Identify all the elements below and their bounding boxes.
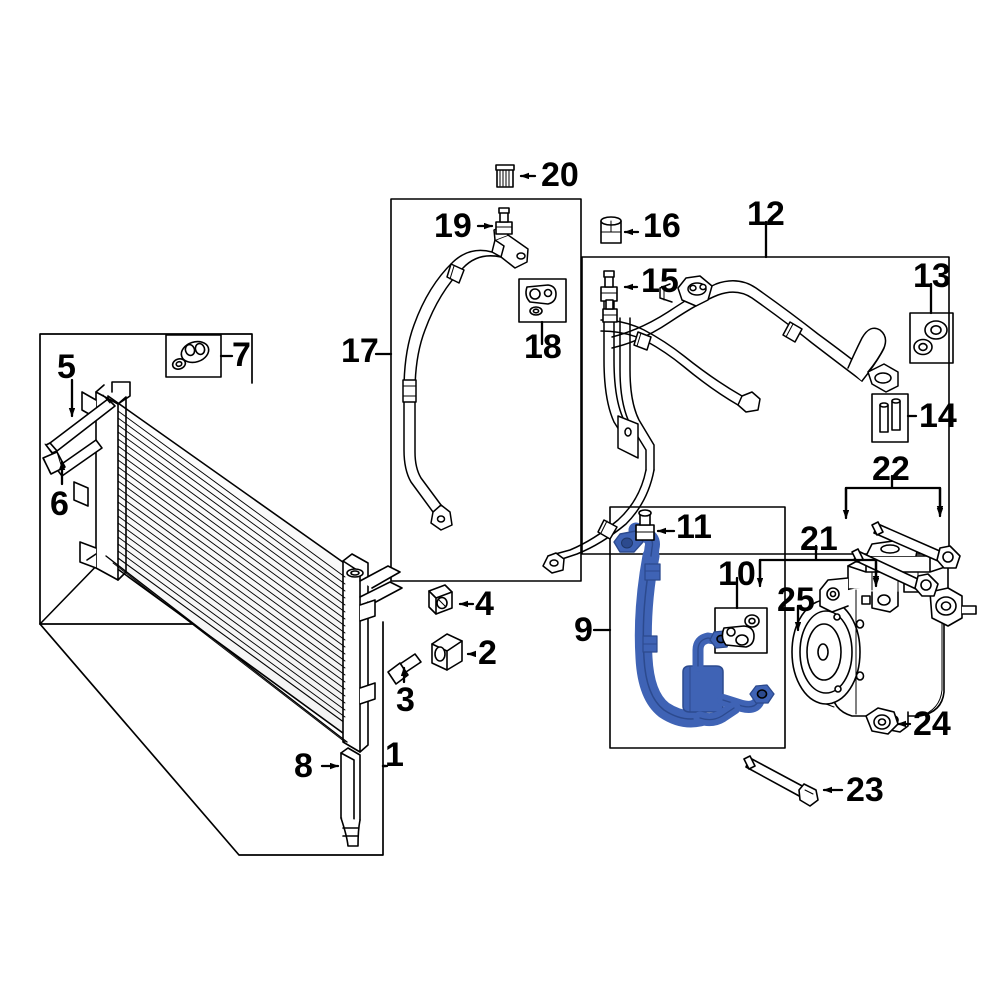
seal-kit-18-contents [525,284,557,316]
panel-hose-9 [609,506,786,749]
through-bolt-23 [743,755,819,807]
callout-1[interactable]: 1 [385,738,404,772]
callout-7-number: 7 [232,336,251,374]
callout-8[interactable]: 8 [294,749,313,783]
callout-17[interactable]: 17 [341,334,379,368]
callout-20-number: 20 [541,156,579,194]
callout-9[interactable]: 9 [574,613,593,647]
callout-15-number: 15 [641,262,679,300]
service-cap-16 [600,216,622,244]
service-valve-19 [495,207,513,235]
stud-bolt-5 [44,394,116,454]
callout-3[interactable]: 3 [396,683,415,717]
callout-19[interactable]: 19 [434,209,472,243]
callout-18-number: 18 [524,328,562,366]
callout-13[interactable]: 13 [913,259,951,293]
condenser-assembly [39,381,403,856]
callout-11[interactable]: 11 [676,510,712,544]
callout-22[interactable]: 22 [872,452,910,486]
seal-kit-7-contents [171,340,210,370]
callout-24-number: 24 [913,705,951,743]
callout-23[interactable]: 23 [846,773,884,807]
callout-21-number: 21 [800,520,838,558]
callout-9-number: 9 [574,611,593,649]
callout-18[interactable]: 18 [524,330,562,364]
callout-2[interactable]: 2 [478,636,497,670]
callout-25[interactable]: 25 [777,583,815,617]
callout-7[interactable]: 7 [232,338,251,372]
receiver-drier-tube-8 [340,747,361,847]
retainer-clip-4 [428,584,453,615]
callout-16-number: 16 [643,207,681,245]
discharge-line-crossing [542,469,655,574]
callout-25-number: 25 [777,581,815,619]
bracket-arrow-stems [756,486,944,588]
callout-16[interactable]: 16 [643,209,681,243]
callout-6-number: 6 [50,485,69,523]
callout-2-number: 2 [478,634,497,672]
callout-22-number: 22 [872,450,910,488]
callout-21[interactable]: 21 [800,522,838,556]
secondary-port-fitting [602,299,618,323]
insulator-bushing-2 [431,633,463,671]
callout-4-number: 4 [475,585,494,623]
seal-kit-13-contents [913,320,948,356]
callout-12[interactable]: 12 [747,197,785,231]
valve-core-20 [495,164,515,188]
callout-8-number: 8 [294,747,313,785]
callout-14-number: 14 [919,397,957,435]
compressor-bolt-22-upper [871,521,961,569]
callout-11-number: 11 [676,508,712,546]
callout-10[interactable]: 10 [718,557,756,591]
inset-box-10 [714,607,768,654]
callout-14[interactable]: 14 [919,399,957,433]
callout-1-number: 1 [385,736,404,774]
callout-5-number: 5 [57,348,76,386]
callout-12-number: 12 [747,195,785,233]
callout-20[interactable]: 20 [541,158,579,192]
callout-3-number: 3 [396,681,415,719]
callout-leaders [58,172,940,794]
service-port-15 [600,270,618,302]
callout-23-number: 23 [846,771,884,809]
suction-hose-17-body [402,225,529,531]
callout-5[interactable]: 5 [57,350,76,384]
pressure-switch-11 [635,509,655,541]
callout-13-number: 13 [913,257,951,295]
liquid-line-12-body [600,275,899,471]
callout-6[interactable]: 6 [50,487,69,521]
callout-4[interactable]: 4 [475,587,494,621]
panel-suction-hose-17 [390,198,582,582]
inset-box-14 [871,393,909,443]
callout-24[interactable]: 24 [913,707,951,741]
callout-17-number: 17 [341,332,379,370]
callout-15[interactable]: 15 [641,264,679,298]
callout-10-number: 10 [718,555,756,593]
seal-kit-10-contents [721,614,760,648]
orifice-tube-14-contents [879,398,901,433]
callout-19-number: 19 [434,207,472,245]
